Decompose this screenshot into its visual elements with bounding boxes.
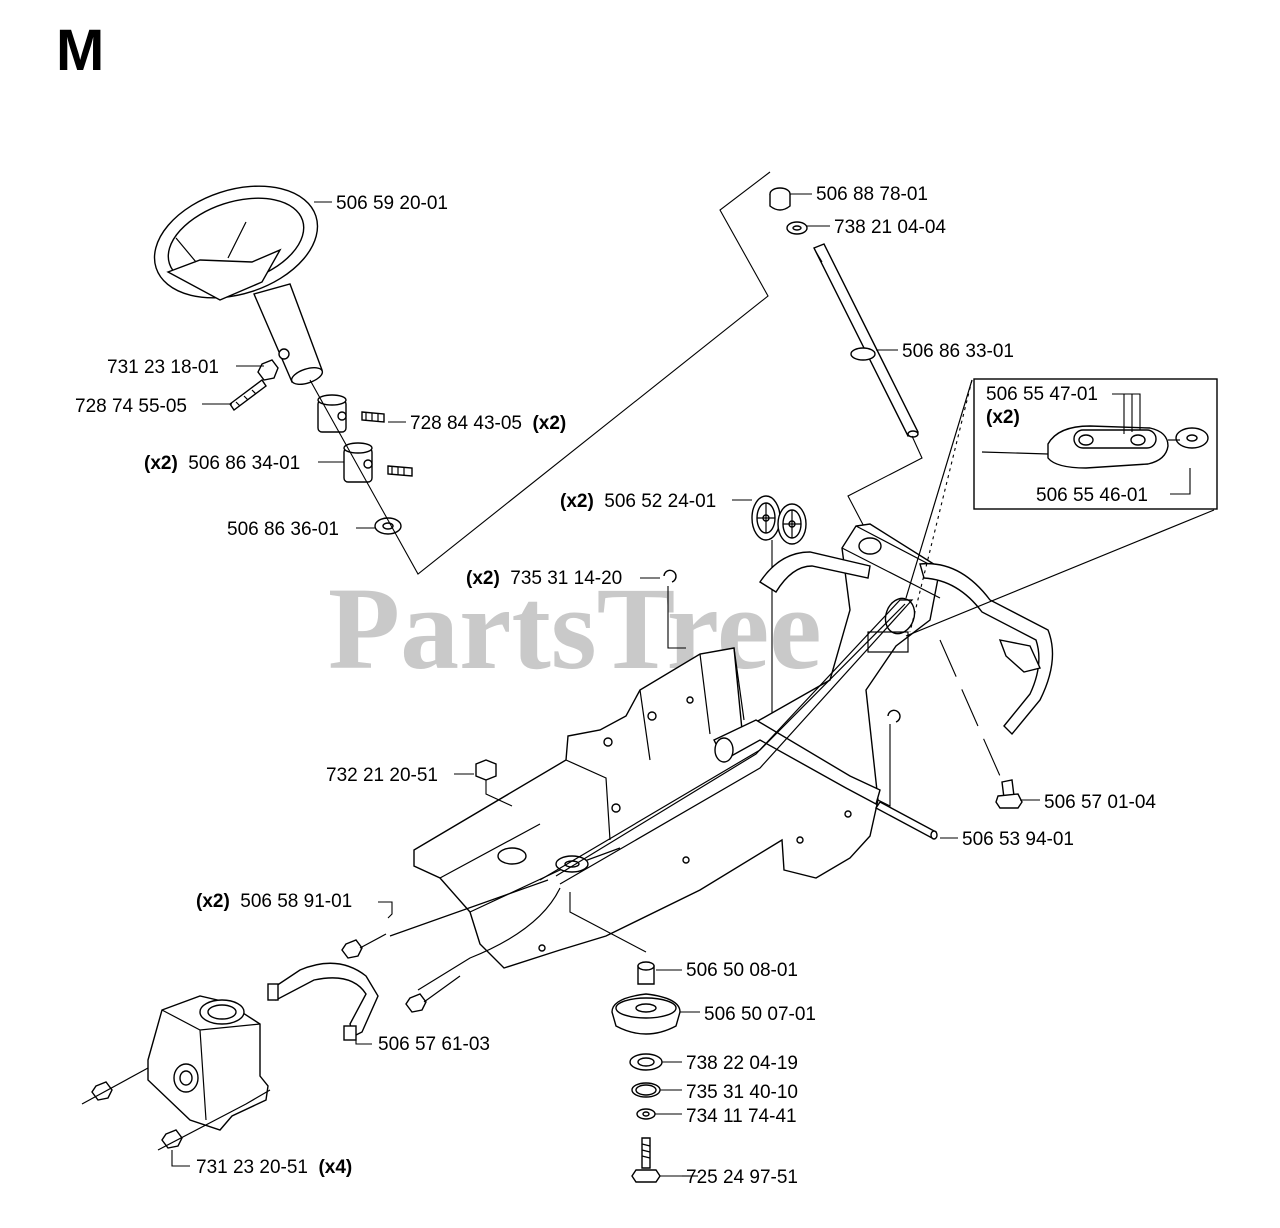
label-tie-rod-part: 506 58 91-01	[240, 891, 352, 912]
steering-shaft-drawing	[769, 187, 919, 438]
label-steering-wheel: 506 59 20-01	[336, 193, 448, 214]
nuts-drawing	[81, 933, 461, 1151]
label-nut-tie-rod: 731 23 20-51 (x4)	[196, 1157, 352, 1178]
column-hardware-drawing	[229, 348, 413, 535]
shaft-line	[847, 435, 923, 539]
label-steering-shaft: 506 86 33-01	[902, 341, 1014, 362]
part-labels: 506 59 20-01 506 88 78-01 738 21 04-04 5…	[75, 184, 1156, 1188]
label-nut-tie-rod-part: 731 23 20-51	[196, 1157, 308, 1178]
label-bushing-top: 506 88 78-01	[816, 184, 928, 205]
label-set-screw-part: 728 84 43-05	[410, 413, 522, 434]
cables-drawing	[389, 599, 914, 991]
exploded-view-line	[309, 171, 771, 575]
steering-box-drawing	[147, 995, 269, 1131]
label-nut-tie-rod-qty: (x4)	[318, 1157, 352, 1178]
label-bearing-top: 738 21 04-04	[834, 217, 946, 238]
label-circlip: (x2) 735 31 14-20	[466, 568, 622, 589]
label-nut-wheel: 731 23 18-01	[107, 357, 219, 378]
label-spacer: 506 50 08-01	[686, 960, 798, 981]
label-retaining-ring: 735 31 40-10	[686, 1082, 798, 1103]
label-collar: (x2) 506 86 34-01	[144, 453, 300, 474]
label-set-screw: 728 84 43-05 (x2)	[410, 413, 566, 434]
clamp-drawing	[267, 962, 379, 1041]
label-pulley-small-qty: (x2)	[560, 491, 594, 512]
label-ball-bearing: 738 22 04-19	[686, 1053, 798, 1074]
label-pulley-small: (x2) 506 52 24-01	[560, 491, 716, 512]
label-screw-wheel: 728 74 55-05	[75, 396, 187, 417]
label-flat-washer: 734 11 74-41	[686, 1106, 797, 1127]
pin-bolt-drawing	[874, 639, 1023, 840]
inset-label-bottom: 506 55 46-01	[1036, 485, 1148, 506]
label-tie-rod: (x2) 506 58 91-01	[196, 891, 352, 912]
label-pin-shaft: 506 53 94-01	[962, 829, 1074, 850]
label-circlip-qty: (x2)	[466, 568, 500, 589]
pulley-stack-drawing	[569, 892, 681, 1183]
label-clamp: 506 57 61-03	[378, 1034, 490, 1055]
label-pulley-large: 506 50 07-01	[704, 1004, 816, 1025]
label-tie-rod-qty: (x2)	[196, 891, 230, 912]
watermark: PartsTree	[328, 563, 822, 694]
frame-drawing	[413, 379, 1215, 969]
steering-wheel-drawing	[153, 185, 324, 385]
label-circlip-part: 735 31 14-20	[510, 568, 622, 589]
section-letter: M	[56, 18, 105, 83]
label-collar-qty: (x2)	[144, 453, 178, 474]
inset-detail	[909, 378, 1218, 633]
inset-label-top: 506 55 47-01	[986, 384, 1098, 405]
label-frame-bolt: 506 57 01-04	[1044, 792, 1156, 813]
lock-nut-drawing	[475, 759, 497, 781]
small-pulleys-drawing	[663, 495, 901, 723]
label-set-screw-qty: (x2)	[532, 413, 566, 434]
label-pulley-bolt: 725 24 97-51	[686, 1167, 798, 1188]
label-washer-column: 506 86 36-01	[227, 519, 339, 540]
inset-label-top-qty: (x2)	[986, 407, 1020, 428]
label-pulley-small-part: 506 52 24-01	[604, 491, 716, 512]
label-collar-part: 506 86 34-01	[188, 453, 300, 474]
label-lock-nut: 732 21 20-51	[326, 765, 438, 786]
